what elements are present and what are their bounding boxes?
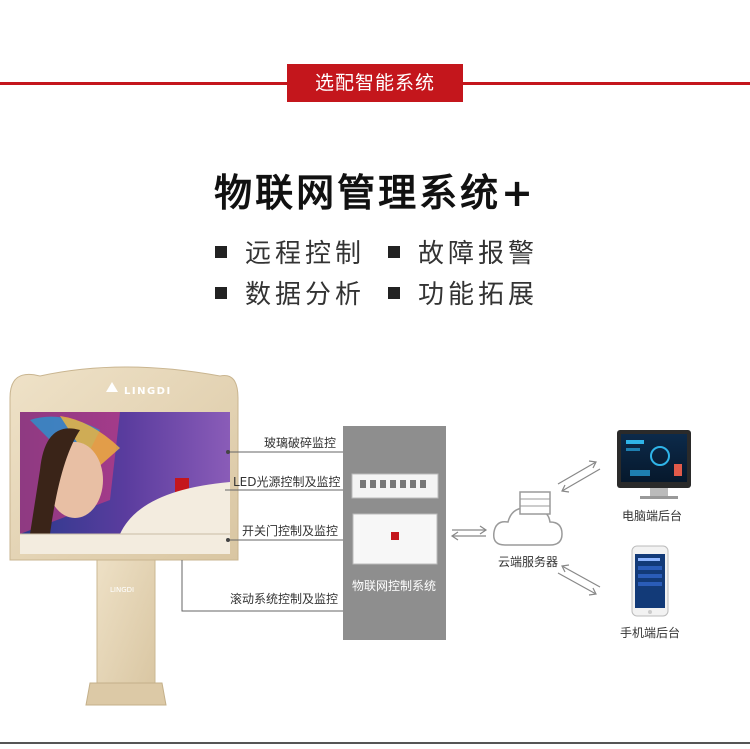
cloud-label: 云端服务器 bbox=[498, 554, 558, 569]
monitor-label-scroll: 滚动系统控制及监控 bbox=[230, 591, 338, 606]
header-tag: 选配智能系统 bbox=[287, 64, 463, 102]
pc-label: 电脑端后台 bbox=[622, 508, 682, 523]
monitor-label-glass: 玻璃破碎监控 bbox=[264, 435, 336, 450]
bullet-icon bbox=[215, 245, 227, 258]
bullet-icon bbox=[215, 286, 227, 299]
connector-dot bbox=[226, 538, 230, 542]
monitor-label-led: LED光源控制及监控 bbox=[233, 475, 341, 489]
controller-logo-icon bbox=[391, 532, 399, 540]
poster-logo bbox=[175, 478, 189, 492]
pc-monitor: 电脑端后台 bbox=[617, 430, 691, 523]
monitor-label-door: 开关门控制及监控 bbox=[242, 523, 338, 538]
billboard-logo-icon bbox=[106, 382, 118, 392]
bullet-icon bbox=[388, 286, 400, 299]
billboard-brand: LINGDI bbox=[124, 386, 172, 397]
panel-cloud-arrows bbox=[450, 525, 488, 541]
page-title: 物联网管理系统+ bbox=[214, 171, 536, 215]
control-panel-label: 物联网控制系统 bbox=[352, 579, 436, 593]
feature-2: 故障报警 bbox=[388, 233, 538, 270]
footer-rule bbox=[0, 742, 750, 744]
control-panel: 物联网控制系统 bbox=[343, 426, 446, 640]
server-icon bbox=[519, 491, 551, 515]
poster-hair bbox=[30, 428, 80, 534]
phone-screen bbox=[635, 554, 665, 608]
pole-brand: LINGDI bbox=[110, 586, 134, 594]
cloud-device-arrows bbox=[557, 460, 601, 596]
bullet-icon bbox=[388, 245, 400, 258]
billboard-base bbox=[85, 682, 167, 706]
feature-1: 远程控制 bbox=[215, 233, 365, 270]
feature-4: 功能拓展 bbox=[388, 274, 538, 311]
phone-label: 手机端后台 bbox=[620, 625, 680, 640]
feature-3: 数据分析 bbox=[215, 274, 365, 311]
phone: 手机端后台 bbox=[620, 545, 680, 640]
monitor-connectors bbox=[181, 451, 345, 612]
poster-scroll bbox=[120, 482, 230, 534]
billboard-pole bbox=[96, 539, 156, 691]
cloud-server: 云端服务器 bbox=[492, 491, 563, 569]
connector-dot bbox=[226, 450, 230, 454]
billboard: LINGDI LINGDI bbox=[9, 366, 239, 706]
